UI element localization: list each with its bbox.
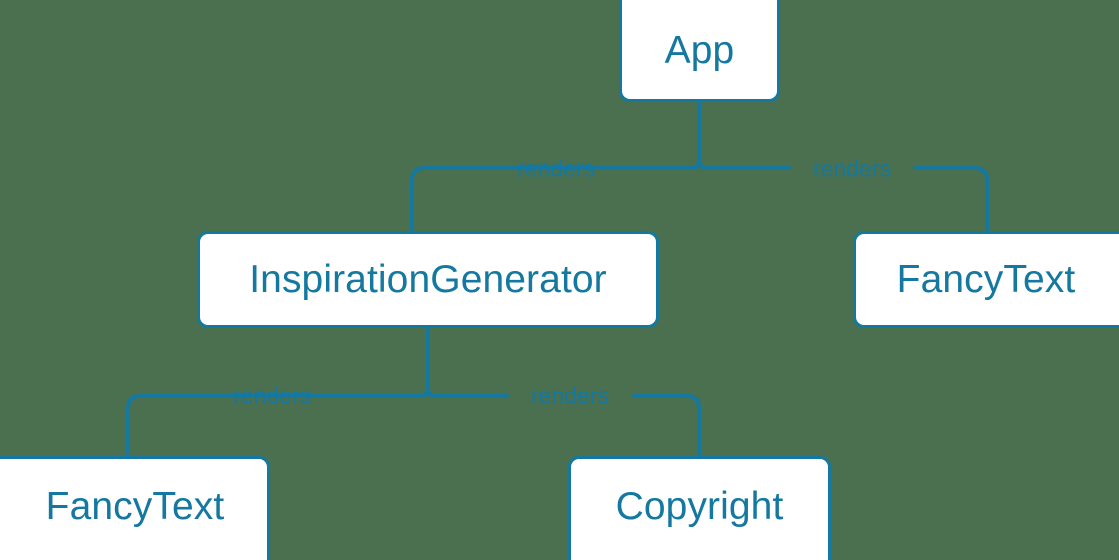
edge-label-app-to-fancytext-right: renders [813,155,891,182]
edge-app-to-fancytext-a [697,158,791,170]
node-app[interactable]: App [619,0,780,102]
edge-label-app-to-inspiration-generator: renders [517,155,595,182]
edge-inspiration-to-copyright-a [426,386,509,398]
edge-label-inspiration-generator-to-copyright: renders [531,382,609,409]
node-inspiration-generator-label: InspirationGenerator [249,258,607,301]
edge-app-to-fancytext-b [914,166,989,233]
node-fancytext-bottom-label: FancyText [45,484,225,528]
node-copyright[interactable]: Copyright [568,456,831,560]
node-app-label: App [664,28,735,72]
edge-inspiration-to-copyright-b [632,394,701,458]
node-inspiration-generator[interactable]: InspirationGenerator [197,231,659,328]
node-fancytext-right[interactable]: FancyText [853,231,1119,328]
node-fancytext-bottom[interactable]: FancyText [0,456,270,560]
node-fancytext-right-label: FancyText [896,258,1076,301]
node-copyright-label: Copyright [615,484,784,528]
edge-label-inspiration-generator-to-fancytext-bottom: renders [233,382,311,409]
